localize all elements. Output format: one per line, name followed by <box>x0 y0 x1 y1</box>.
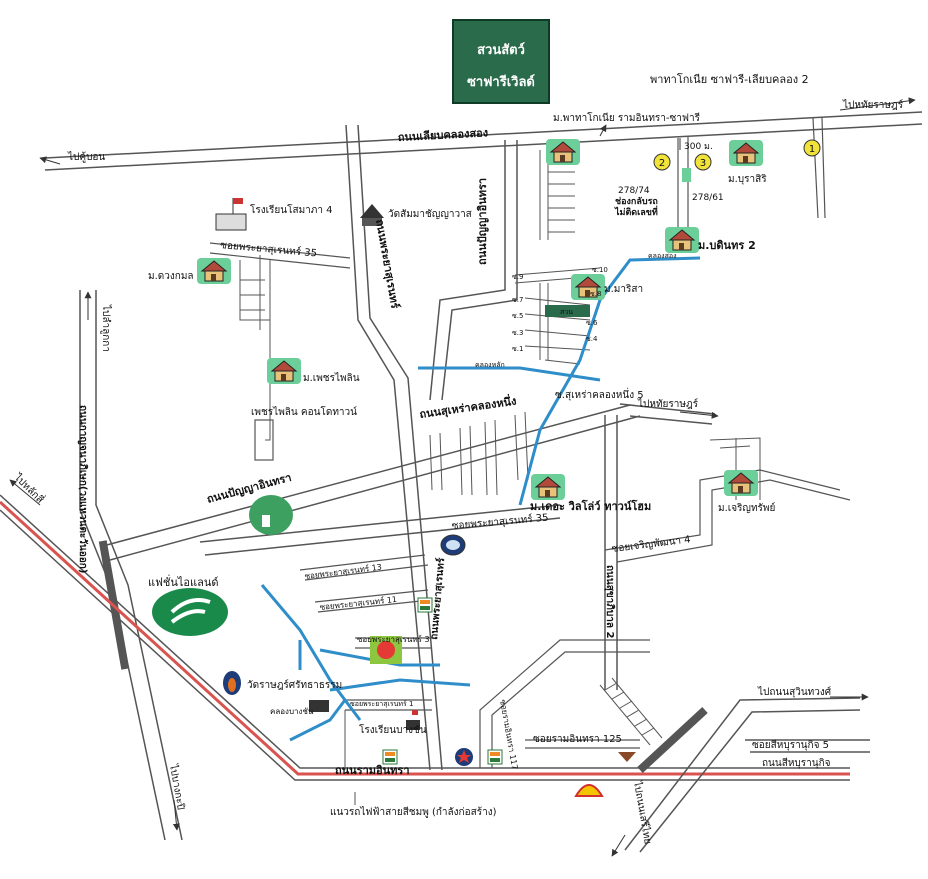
soi-5: ซ.5 <box>512 312 523 320</box>
place-charoen-sap: ม.เจริญทรัพย์ <box>718 502 775 514</box>
dir-khubon: ไปคู้บอน <box>67 151 105 163</box>
house-icon <box>530 473 566 501</box>
place-khlong-bang-chan: คลองบางชัน <box>270 707 314 716</box>
road-label-phraya-suren: ถนนพระยาสุเรนทร์ <box>372 218 402 310</box>
soi-3: ซ.3 <box>512 329 523 337</box>
safari-world-box: สวนสัตว์ ซาฟารีเวิลด์ <box>452 19 550 104</box>
house-278-74: 278/74 <box>618 186 650 196</box>
road-label-sukhaphiban: ถนนสุขาภิบาล 2 <box>604 565 616 638</box>
soi-phraya-suren-1: ซอยพระยาสุเรนทร์ 1 <box>350 700 414 708</box>
soi-suea-khlong-5: ซ.สุเหร่าคลองหนึ่ง 5 <box>555 387 644 401</box>
road-label-sihaburanukit: ถนนสีหบุรานุกิจ <box>762 757 831 769</box>
place-marisa: ม.มาริสา <box>604 284 643 295</box>
soi-charoen-phatthana-4: ซอยเจริญพัฒนา 4 <box>611 534 691 555</box>
place-phet-phailin-condo: เพชรไพลิน คอนโดทาวน์ <box>251 405 357 418</box>
soi-4: ซ.4 <box>586 335 598 343</box>
house-278-61: 278/61 <box>692 193 724 203</box>
house-icon <box>545 138 581 166</box>
school-icon <box>309 700 420 730</box>
place-patagonia-liap: พาทาโกเนีย ซาฟารี-เลียบคลอง 2 <box>650 72 809 86</box>
place-the-villa: ม.เดอะ วิลโล่ว์ ทาวน์โฮม <box>530 499 651 513</box>
seven-eleven-logo <box>417 597 433 613</box>
house-icon <box>664 226 700 254</box>
road-liap-khlong-song <box>44 111 923 171</box>
dir-hathairat-top: ไปหทัยราษฎร์ <box>842 99 904 111</box>
soi-patagonia-safari: ม.พาทาโกเนีย รามอินทรา-ซาฟารี <box>553 111 701 124</box>
place-fashion-island: แฟชั่นไอแลนด์ <box>148 574 219 589</box>
place-duangkamon: ม.ดวงกมล <box>148 271 194 282</box>
house-icon <box>266 357 302 385</box>
soi-7: ซ.7 <box>512 296 523 304</box>
dir-lamlukka: ไปลำลูกกา <box>100 304 112 352</box>
road-sukhaphiban <box>604 415 618 690</box>
soi-phraya-suren-3: ซอยพระยาสุเรนทร์ 3 <box>357 634 430 644</box>
soi-ram-inthra-125: ซอยรามอินทรา 125 <box>533 734 622 745</box>
dir-laksi: ไปหลักสี่ <box>11 470 47 506</box>
road-kanchanaphisek <box>79 290 183 841</box>
school-flag-icon <box>215 198 247 231</box>
road-ram-inthra <box>0 494 850 781</box>
soi-9: ซ.9 <box>512 273 523 281</box>
canals <box>260 256 701 742</box>
place-khlong-song: คลองสอง <box>648 252 677 260</box>
dir-bangkapi: ไปบางกะปิ <box>167 762 187 810</box>
dir-hathairat-mid: ไปหทัยราษฎร์ <box>637 398 699 410</box>
place-buraasiri: ม.บุราสิริ <box>728 174 767 185</box>
place-phet-phailin: ม.เพชรไพลิน <box>303 372 360 384</box>
svg-text:2: 2 <box>659 158 665 169</box>
place-green-plot: สวน <box>560 308 573 316</box>
green-plot <box>545 305 590 317</box>
dir-sukhumvit: ไปถนนสุวินทวงศ์ <box>757 686 832 698</box>
wat-rat-logo <box>223 671 241 695</box>
road-label-kanchanaphisek: ถนนกาญจนาภิเษก(วงแหวนตะวันออก) <box>77 405 89 573</box>
tesco-logo <box>440 534 466 556</box>
road-label-suea-khlong: ถนนสุเหร่าคลองหนึ่ง <box>418 393 517 422</box>
soi-6: ซ.6 <box>586 319 598 327</box>
shell-logo <box>574 784 604 797</box>
soi-phraya-suren-35-top: ซอยพระยาสุเรนทร์ 35 <box>220 239 318 259</box>
svg-text:1: 1 <box>809 144 815 155</box>
road-label-ram-inthra: ถนนรามอินทรา <box>335 764 410 777</box>
checkpoint-label: ช่องกลับรถ <box>615 196 658 207</box>
marker-3: 3 <box>694 153 712 171</box>
road-panya-inthra-v <box>429 140 518 401</box>
skytrain-label: แนวรถไฟฟ้าสายสีชมพู (กำลังก่อสร้าง) <box>330 806 497 818</box>
house-icon <box>728 139 764 167</box>
golf-course <box>249 495 293 535</box>
road-label-liap-khlong: ถนนเลียบคลองสอง <box>397 126 488 144</box>
caltex-logo <box>455 748 473 766</box>
soi-1: ซ.1 <box>512 345 523 353</box>
temple-icon <box>360 204 384 226</box>
soi-sihaburanukit-5: ซอยสีหบุรานุกิจ 5 <box>752 739 829 751</box>
road-label-panya-inthra-v: ถนนปัญญาอินทรา <box>476 178 489 265</box>
marker-1: 1 <box>803 139 821 157</box>
bigc-logo <box>370 636 402 664</box>
seven-eleven-logo <box>487 749 503 765</box>
place-wat-samakki: วัดสัมมาชัญญาวาส <box>388 209 472 220</box>
fashion-island-logo <box>152 588 228 636</box>
place-bodintorn: ม.บดินทร 2 <box>698 239 756 252</box>
zoo-label-2: ซาฟารีเวิลด์ <box>467 75 535 90</box>
marker-2: 2 <box>653 153 671 171</box>
soi-phraya-suren-11: ซอยพระยาสุเรนทร์ 11 <box>319 594 397 612</box>
place-school-bangchan: โรงเรียนบางชัน <box>359 723 427 736</box>
svg-text:3: 3 <box>700 158 706 169</box>
seven-eleven-logo <box>382 749 398 765</box>
zoo-label-1: สวนสัตว์ <box>477 43 525 58</box>
dir-serithai: ไปถนนเสรีไทย <box>631 779 654 845</box>
soi-8: ซ.8 <box>590 290 601 298</box>
house-icon <box>723 469 759 497</box>
place-school-sammakhi: โรงเรียนโสมาภา 4 <box>250 203 333 216</box>
no-number-label: ไม่ติดเลขที่ <box>614 205 658 218</box>
place-khlong-lat: คลองหลัก <box>475 361 505 369</box>
house-icon <box>196 257 232 285</box>
road-suwinthawong <box>624 697 861 853</box>
road-phraya-suren <box>345 124 443 771</box>
bridge-icon <box>618 752 636 762</box>
dist-300: 300 ม. <box>684 142 713 152</box>
place-wat-rat: วัดราษฎร์ศรัทธาธรรม <box>247 679 342 691</box>
soi-10: ซ.10 <box>592 266 608 274</box>
